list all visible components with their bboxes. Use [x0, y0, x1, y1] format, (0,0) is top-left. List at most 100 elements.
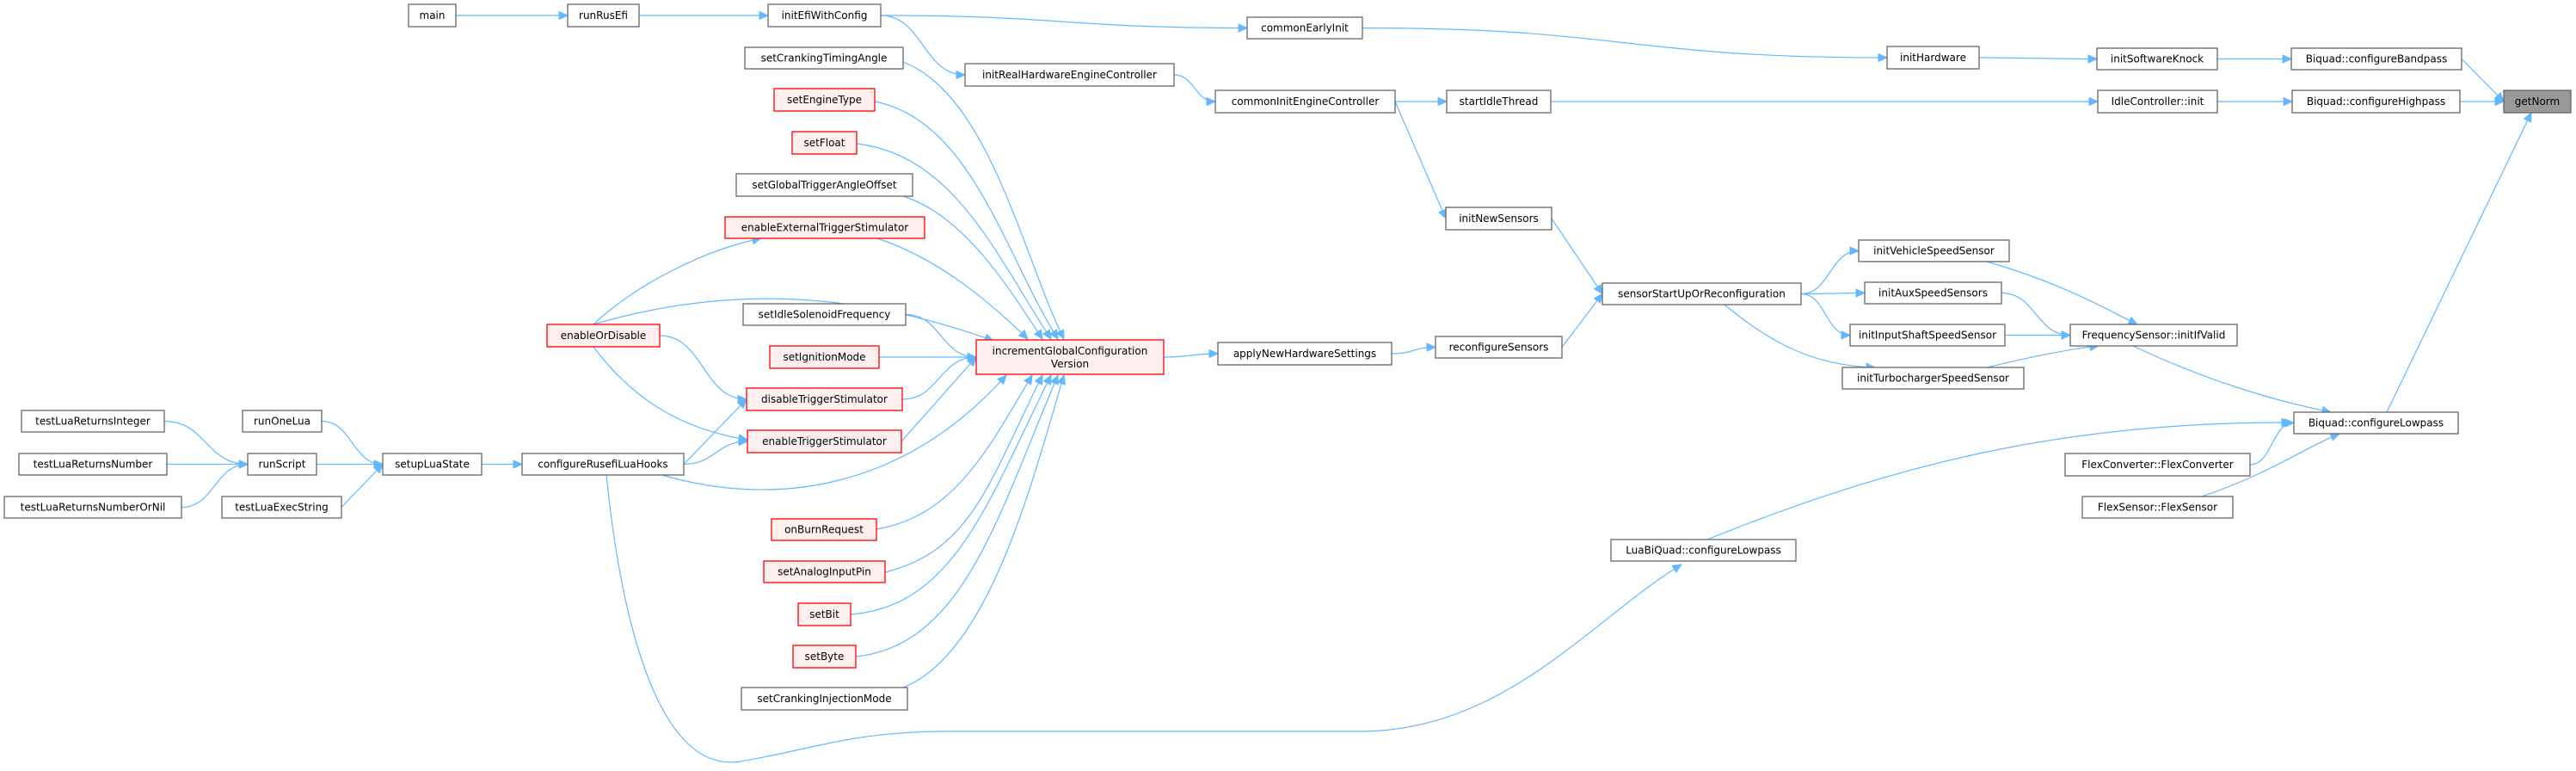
node-common-early-init[interactable]: commonEarlyInit	[1246, 16, 1363, 40]
node-enable-external-trigger-stimulator[interactable]: enableExternalTriggerStimulator	[724, 216, 925, 239]
node-test-lua-exec-string[interactable]: testLuaExecString	[221, 496, 342, 519]
node-set-cranking-timing-angle[interactable]: setCrankingTimingAngle	[744, 46, 904, 70]
arrowhead-icon	[1855, 288, 1866, 298]
edge-line	[1986, 345, 2100, 368]
node-idle-controller-init[interactable]: IdleController::init	[2097, 89, 2218, 114]
node-frequency-sensor-init-if-valid[interactable]: FrequencySensor::initIfValid	[2069, 324, 2238, 347]
arrowhead-icon	[2329, 433, 2341, 441]
edge-test-lua-exec-string-to-setup-lua-state	[341, 463, 384, 508]
edge-line	[1551, 218, 1603, 294]
node-label: initTurbochargerSpeedSensor	[1857, 373, 2009, 385]
node-set-ignition-mode[interactable]: setIgnitionMode	[769, 345, 880, 369]
edge-line	[856, 143, 1052, 340]
node-box	[741, 687, 908, 711]
node-label: runScript	[259, 459, 306, 471]
node-test-lua-returns-integer[interactable]: testLuaReturnsInteger	[21, 410, 165, 433]
node-set-analog-input-pin[interactable]: setAnalogInputPin	[763, 560, 886, 583]
node-box	[1445, 207, 1552, 231]
node-label: setFloat	[804, 137, 845, 149]
node-flex-converter-flex-converter[interactable]: FlexConverter::FlexConverter	[2064, 453, 2251, 477]
edge-line	[1986, 261, 2138, 325]
node-lua-bi-quad-configure-lowpass[interactable]: LuaBiQuad::configureLowpass	[1610, 539, 1797, 562]
edges-layer	[163, 10, 2532, 763]
edge-line	[163, 420, 249, 466]
node-label: initEfiWithConfig	[782, 9, 868, 22]
node-setup-lua-state[interactable]: setupLuaState	[382, 453, 483, 476]
node-box	[242, 410, 323, 433]
node-init-efi-with-config[interactable]: initEfiWithConfig	[767, 3, 882, 28]
arrowhead-icon	[759, 10, 770, 21]
node-set-global-trigger-angle-offset[interactable]: setGlobalTriggerAngleOffset	[735, 173, 913, 197]
node-biquad-configure-highpass[interactable]: Biquad::configureHighpass	[2291, 89, 2461, 114]
node-common-init-engine-controller[interactable]: commonInitEngineController	[1214, 89, 1396, 114]
node-box	[724, 216, 925, 239]
node-enable-trigger-stimulator[interactable]: enableTriggerStimulator	[747, 429, 902, 453]
arrowhead-icon	[1050, 373, 1059, 386]
edge-line	[2132, 345, 2332, 413]
node-box	[767, 3, 882, 28]
node-label: setGlobalTriggerAngleOffset	[752, 179, 897, 191]
node-test-lua-returns-number[interactable]: testLuaReturnsNumber	[18, 453, 168, 476]
node-run-script[interactable]: runScript	[247, 453, 317, 476]
edge-enable-external-trigger-stimulator-to-increment-global-configuration-version	[876, 237, 1029, 340]
node-main[interactable]: main	[408, 3, 457, 28]
node-init-turbocharger-speed-sensor[interactable]: initTurbochargerSpeedSensor	[1841, 367, 2025, 390]
node-apply-new-hardware-settings[interactable]: applyNewHardwareSettings	[1217, 342, 1393, 366]
edge-line	[876, 374, 1033, 530]
node-label: setCrankingTimingAngle	[761, 52, 888, 65]
node-on-burn-request[interactable]: onBurnRequest	[771, 518, 877, 541]
node-init-input-shaft-speed-sensor[interactable]: initInputShaftSpeedSensor	[1849, 324, 2006, 347]
node-start-idle-thread[interactable]: startIdleThread	[1446, 89, 1552, 114]
node-set-bit[interactable]: setBit	[797, 602, 851, 626]
edge-common-init-engine-controller-to-init-new-sensors	[1394, 101, 1447, 220]
node-label: initHardware	[1900, 52, 1966, 64]
node-init-new-sensors[interactable]: initNewSensors	[1445, 207, 1552, 231]
edge-configure-rusefi-lua-hooks-to-disable-trigger-stimulator	[683, 398, 747, 465]
node-run-one-lua[interactable]: runOneLua	[242, 410, 323, 433]
edge-init-new-sensors-to-sensor-start-up-or-reconfiguration	[1551, 218, 1603, 295]
edge-line	[902, 61, 1065, 340]
node-box	[247, 453, 317, 476]
node-enable-or-disable[interactable]: enableOrDisable	[546, 324, 661, 348]
edge-init-real-hardware-engine-controller-to-common-init-engine-controller	[1173, 74, 1217, 107]
node-label: runRusEfi	[579, 9, 628, 22]
node-box	[769, 345, 880, 369]
node-label: FrequencySensor::initIfValid	[2082, 330, 2226, 342]
node-run-rus-efi[interactable]: runRusEfi	[567, 3, 640, 28]
node-label: FlexSensor::FlexSensor	[2098, 502, 2217, 514]
node-set-idle-solenoid-frequency[interactable]: setIdleSolenoidFrequency	[742, 303, 907, 326]
node-sensor-start-up-or-reconfiguration[interactable]: sensorStartUpOrReconfiguration	[1602, 282, 1802, 305]
node-set-float[interactable]: setFloat	[791, 131, 858, 155]
edge-init-hardware-to-init-software-knock	[1978, 54, 2099, 64]
node-biquad-configure-bandpass[interactable]: Biquad::configureBandpass	[2290, 47, 2462, 71]
node-box	[408, 3, 457, 28]
node-biquad-configure-lowpass[interactable]: Biquad::configureLowpass	[2293, 411, 2459, 435]
node-disable-trigger-stimulator[interactable]: disableTriggerStimulator	[746, 387, 903, 411]
node-set-engine-type[interactable]: setEngineType	[773, 88, 876, 112]
node-init-software-knock[interactable]: initSoftwareKnock	[2096, 47, 2218, 71]
edge-line	[884, 374, 1043, 573]
edge-line	[1800, 250, 1860, 295]
node-set-byte[interactable]: setByte	[792, 645, 857, 669]
arrowhead-icon	[372, 463, 384, 474]
node-init-hardware[interactable]: initHardware	[1886, 46, 1980, 70]
arrowhead-icon	[1055, 329, 1065, 341]
node-configure-rusefi-lua-hooks[interactable]: configureRusefiLuaHooks	[521, 453, 685, 476]
node-flex-sensor-flex-sensor[interactable]: FlexSensor::FlexSensor	[2081, 496, 2234, 519]
node-init-vehicle-speed-sensor[interactable]: initVehicleSpeedSensor	[1858, 239, 2010, 262]
node-get-norm[interactable]: getNorm	[2503, 89, 2572, 114]
node-label: enableOrDisable	[561, 330, 647, 342]
node-init-real-hardware-engine-controller[interactable]: initRealHardwareEngineController	[964, 63, 1175, 87]
node-box	[797, 602, 851, 626]
edge-line	[181, 463, 249, 509]
node-test-lua-returns-number-or-nil[interactable]: testLuaReturnsNumberOrNil	[3, 496, 182, 519]
edge-reconfigure-sensors-to-sensor-start-up-or-reconfiguration	[1561, 293, 1603, 348]
node-set-cranking-injection-mode[interactable]: setCrankingInjectionMode	[741, 687, 908, 711]
node-box	[2097, 89, 2218, 114]
node-reconfigure-sensors[interactable]: reconfigureSensors	[1435, 336, 1563, 359]
arrowhead-icon	[1849, 246, 1860, 256]
node-box	[21, 410, 165, 433]
node-init-aux-speed-sensors[interactable]: initAuxSpeedSensors	[1864, 281, 2002, 305]
edge-main-to-run-rus-efi	[456, 10, 569, 21]
